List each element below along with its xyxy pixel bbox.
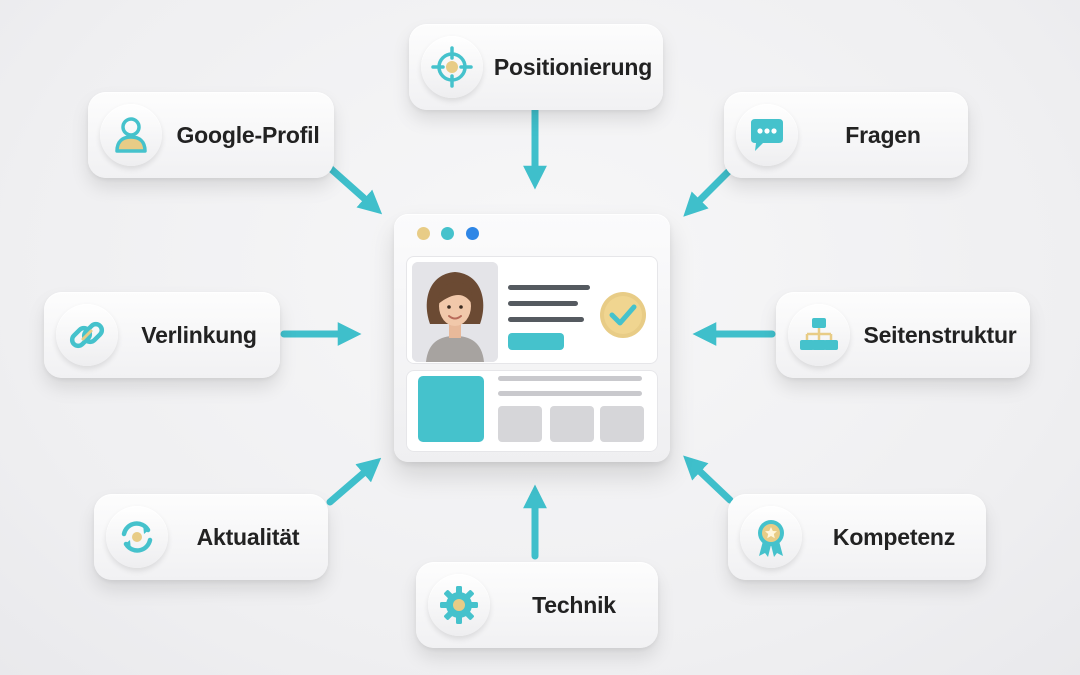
node-label: Google-Profil: [176, 121, 320, 148]
check-icon: [600, 292, 646, 338]
content-tile: [498, 406, 542, 442]
content-tile: [600, 406, 644, 442]
award-ribbon-icon: [758, 520, 784, 557]
arrow-aktualitaet: [326, 457, 382, 506]
node-seitenstruktur: Seitenstruktur: [776, 292, 1030, 378]
refresh-icon: [121, 521, 153, 553]
node-label: Verlinkung: [141, 321, 257, 348]
content-tile: [550, 406, 594, 442]
text-line: [508, 301, 578, 306]
window-dot-blue: [466, 227, 479, 240]
gear-icon: [440, 586, 478, 624]
content-line: [498, 376, 642, 381]
arrow-fragen: [683, 168, 732, 217]
window-dot-gold: [417, 227, 430, 240]
arrow-kompetenz: [683, 455, 734, 504]
node-verlinkung: Verlinkung: [44, 292, 280, 378]
node-label: Seitenstruktur: [863, 321, 1017, 348]
node-aktualitaet: Aktualität: [94, 494, 328, 580]
sitemap-icon: [800, 318, 838, 350]
node-google-profil: Google-Profil: [88, 92, 334, 178]
text-line: [508, 285, 590, 290]
content-line: [498, 391, 642, 396]
window-dot-teal: [441, 227, 454, 240]
content-image-placeholder: [418, 376, 484, 442]
arrow-google-profil: [326, 164, 383, 215]
profile-button-placeholder: [508, 333, 564, 350]
avatar: [412, 262, 498, 362]
node-label: Technik: [532, 591, 616, 618]
node-label: Positionierung: [493, 53, 653, 80]
node-label: Fragen: [845, 121, 921, 148]
node-label: Aktualität: [196, 523, 300, 550]
target-icon: [431, 46, 473, 88]
person-avatar-icon: [412, 262, 498, 362]
chain-link-icon: [69, 321, 105, 349]
user-icon: [115, 117, 147, 153]
chat-bubble-icon: [751, 119, 783, 151]
node-fragen: Fragen: [724, 92, 968, 178]
node-label: Kompetenz: [832, 523, 956, 550]
text-line: [508, 317, 584, 322]
node-kompetenz: Kompetenz: [728, 494, 986, 580]
node-positionierung: Positionierung: [409, 24, 663, 110]
node-technik: Technik: [416, 562, 658, 648]
